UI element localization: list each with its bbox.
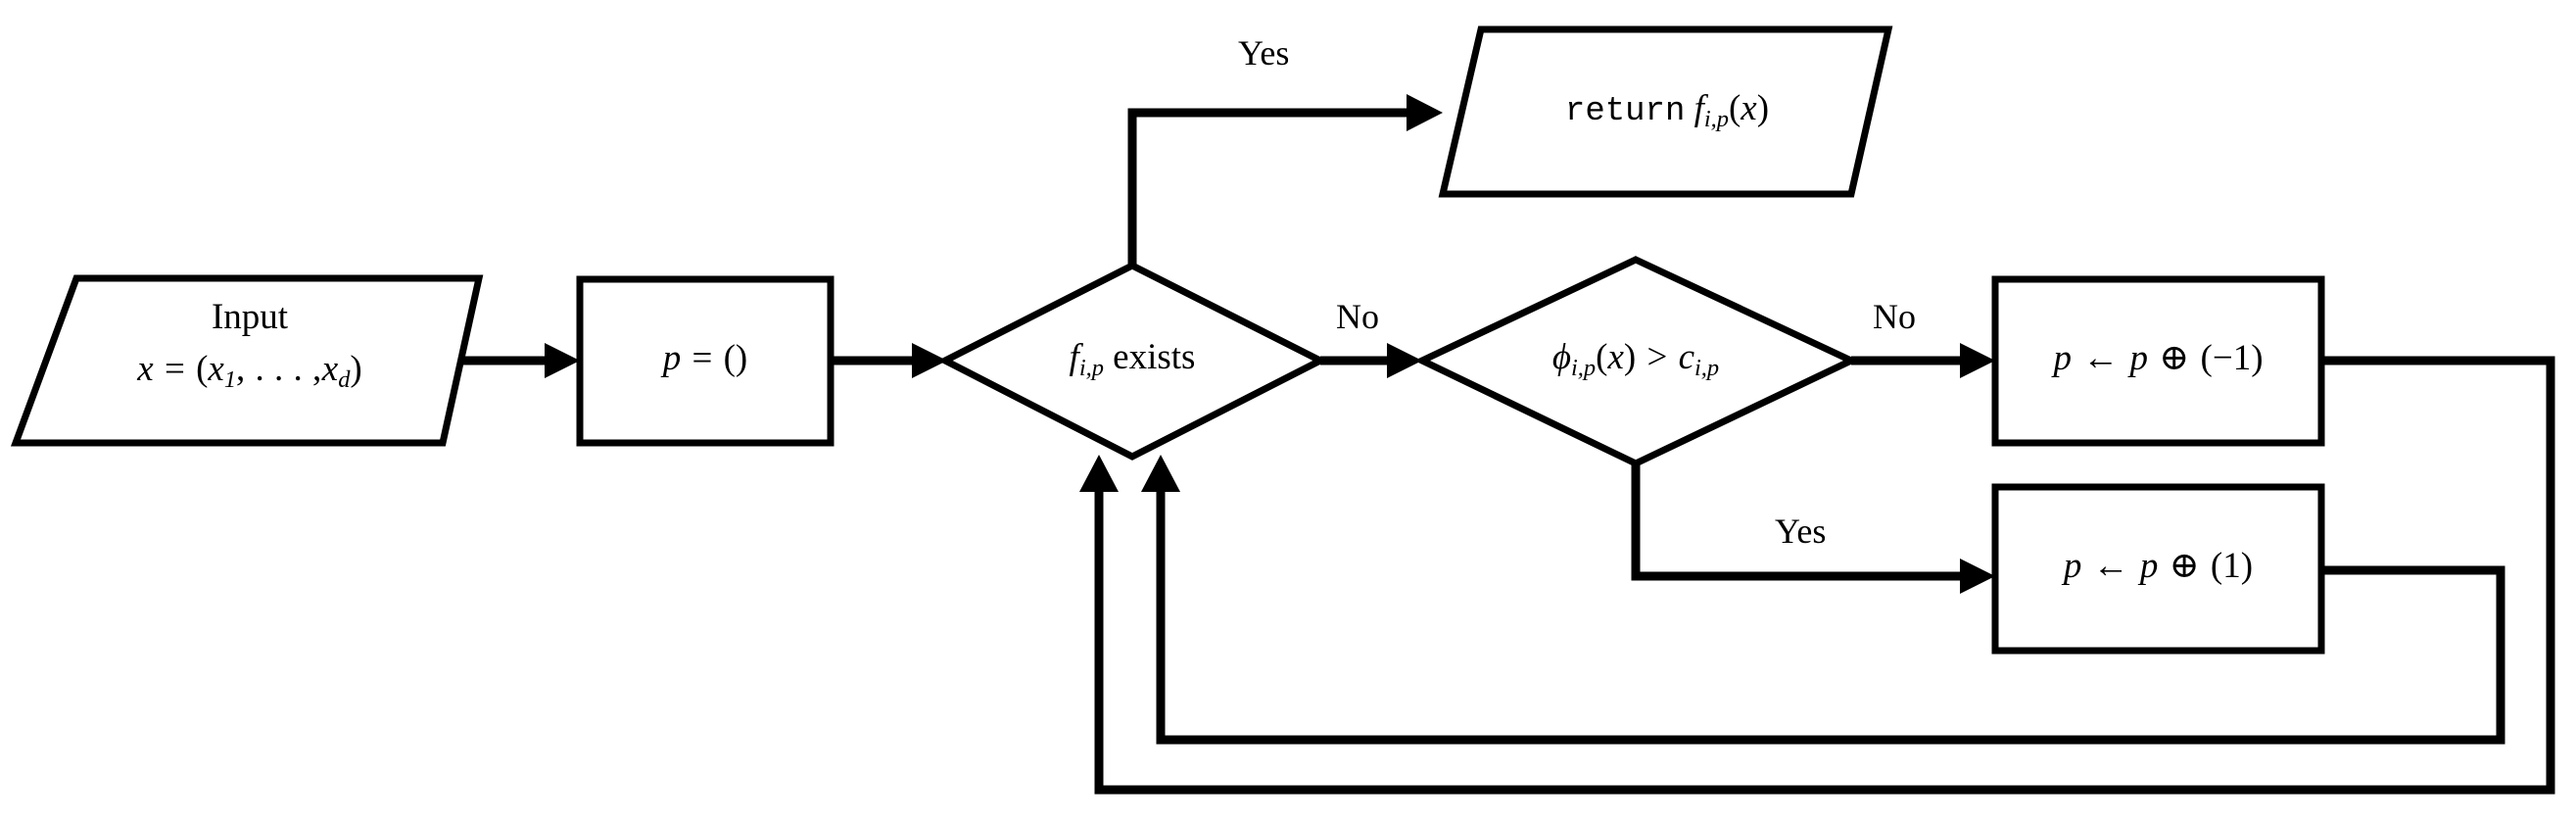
input-ellipsis: , . . . , [236, 348, 322, 389]
input-paren-close: ) [350, 348, 362, 389]
node-exists-label: fi,p exists [979, 337, 1285, 379]
edge-exists-yes-to-return [1127, 108, 1422, 266]
return-keyword: return [1564, 93, 1686, 130]
threshold-c: c [1678, 337, 1695, 377]
return-fn: f [1693, 88, 1704, 128]
return-arg-open: ( [1728, 88, 1741, 128]
exists-fn-subscript: i,p [1078, 354, 1104, 381]
input-x1-subscript: 1 [223, 365, 237, 393]
right-child-oplus: ⊕ [2169, 546, 2200, 586]
return-arg-close: ) [1756, 88, 1770, 128]
arrowhead-exists-no-to-threshold [1387, 343, 1422, 378]
threshold-phi: ϕ [1551, 337, 1572, 377]
left-child-oplus: ⊕ [2159, 338, 2190, 378]
node-input-shape [10, 274, 484, 447]
input-var: x [137, 348, 154, 389]
arrowhead-threshold-no-to-left-child [1960, 343, 1995, 378]
node-init-label: p = () [580, 338, 831, 378]
node-right-child-label: p ← p ⊕ (1) [1995, 546, 2321, 586]
threshold-c-subscript: i,p [1694, 354, 1720, 381]
input-xd-subscript: d [338, 365, 351, 393]
edge-label-threshold-no: No [1873, 297, 1916, 336]
node-input-label: Input x = (x1, . . . ,xd) [39, 297, 460, 391]
init-var: p [662, 338, 682, 378]
threshold-arg-open: ( [1596, 337, 1608, 377]
left-child-assign: ← [2082, 338, 2120, 378]
edge-label-exists-no: No [1336, 297, 1379, 336]
arrowhead-left-child-loop [1079, 455, 1119, 492]
node-exists-shape [937, 262, 1328, 461]
arrowhead-right-child-loop [1141, 455, 1180, 492]
node-left-child-label: p ← p ⊕ (−1) [1995, 338, 2321, 378]
edge-left-child-loop-to-exists [1094, 356, 2555, 795]
node-input-line1: Input [211, 297, 289, 337]
right-child-assign: ← [2092, 546, 2129, 586]
node-left-child-shape [1991, 275, 2325, 447]
left-child-lhs: p [2053, 338, 2072, 378]
threshold-relation: > [1646, 337, 1668, 377]
left-child-operand: (−1) [2200, 338, 2264, 378]
edge-label-exists-yes: Yes [1238, 33, 1290, 73]
exists-word: exists [1113, 337, 1196, 377]
node-return-shape [1438, 25, 1893, 198]
right-child-rhs: p [2139, 546, 2159, 586]
node-threshold-label: ϕi,p(x) > ci,p [1456, 337, 1815, 379]
edge-label-threshold-yes: Yes [1775, 511, 1827, 551]
exists-fn: f [1069, 337, 1079, 377]
input-xd: x [321, 348, 339, 389]
right-child-lhs: p [2063, 546, 2082, 586]
left-child-rhs: p [2129, 338, 2148, 378]
right-child-operand: (1) [2210, 546, 2254, 586]
return-arg: x [1741, 88, 1757, 128]
node-return-label: return fi,p(x) [1481, 88, 1853, 132]
threshold-phi-subscript: i,p [1571, 354, 1597, 381]
arrowhead-exists-yes-to-return [1407, 94, 1443, 131]
arrowhead-init-to-exists [912, 343, 947, 378]
arrowhead-input-to-init [545, 343, 580, 378]
threshold-arg: x [1607, 337, 1624, 377]
node-input-line2: x = (x1, . . . ,xd) [39, 348, 460, 391]
init-value: () [723, 338, 748, 378]
threshold-arg-close: ) [1623, 337, 1637, 377]
return-fn-subscript: i,p [1703, 105, 1729, 132]
edge-right-child-loop-to-exists [1156, 482, 2505, 745]
arrowhead-threshold-yes-to-right-child [1960, 559, 1995, 594]
input-paren-open: ( [196, 348, 209, 389]
input-equals: = [164, 348, 185, 389]
edge-threshold-yes-to-right-child [1631, 463, 1978, 581]
init-equals: = [692, 338, 713, 378]
input-x1: x [208, 348, 224, 389]
